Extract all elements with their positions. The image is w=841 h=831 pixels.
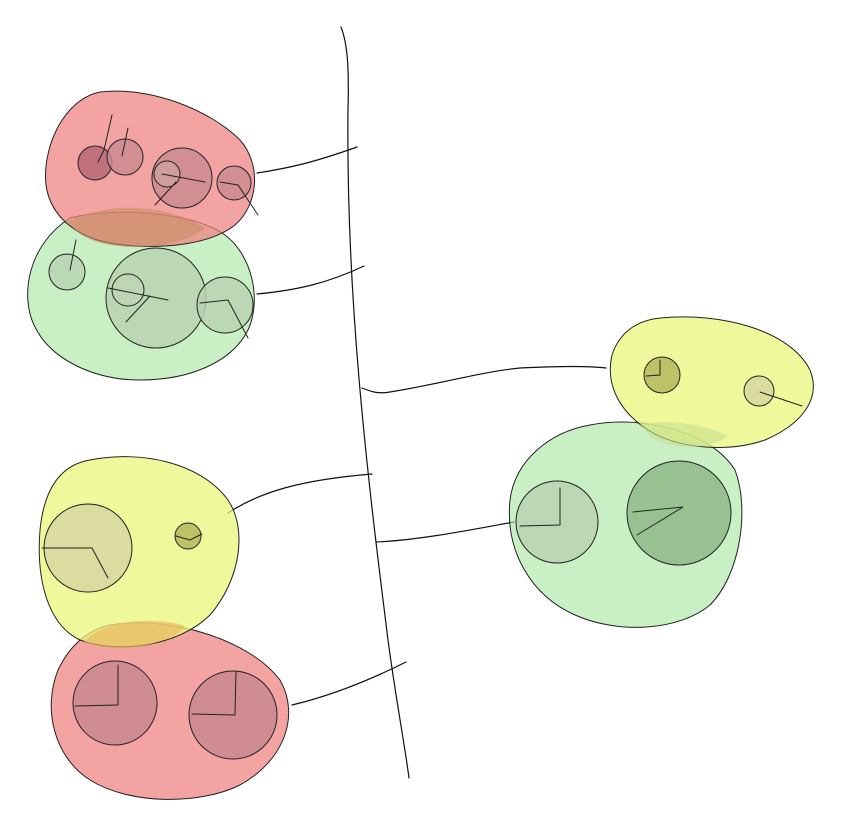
clock-hand bbox=[219, 181, 259, 216]
clock-hand bbox=[97, 114, 113, 163]
group-top-green bbox=[27, 211, 255, 381]
clock-hand bbox=[645, 359, 661, 377]
clock-hand bbox=[175, 533, 203, 541]
clock-hand bbox=[125, 295, 151, 323]
inner-circle bbox=[196, 276, 254, 334]
inner-circle bbox=[643, 356, 681, 394]
clock-hand bbox=[519, 487, 561, 527]
inner-circle bbox=[77, 145, 113, 181]
inner-circle bbox=[106, 138, 144, 176]
connector-bottom-yellow bbox=[227, 473, 373, 514]
inner-circle bbox=[626, 460, 732, 566]
group-right-yellow bbox=[609, 316, 814, 448]
connector-top-green bbox=[256, 265, 365, 295]
clock-hand bbox=[191, 671, 237, 716]
clock-hand bbox=[41, 547, 109, 579]
clock-hand bbox=[199, 299, 249, 339]
connector-bottom-red bbox=[291, 661, 407, 706]
overlap-region bbox=[84, 620, 185, 649]
inner-circle bbox=[72, 660, 158, 746]
clock-hand bbox=[632, 506, 684, 536]
clock-hand bbox=[121, 127, 129, 157]
group-right-yellow-blob bbox=[609, 316, 814, 448]
group-top-red-blob bbox=[44, 90, 256, 247]
connector-right-green bbox=[375, 521, 515, 543]
group-bottom-red bbox=[50, 622, 290, 800]
inner-circle bbox=[216, 165, 252, 201]
overlap-region bbox=[68, 207, 205, 248]
connector-right-yellow bbox=[361, 365, 607, 394]
inner-circle bbox=[48, 253, 86, 291]
clock-hand bbox=[154, 181, 177, 206]
clock-hand bbox=[107, 287, 169, 301]
group-top-red bbox=[44, 90, 259, 248]
clock-hand bbox=[69, 239, 77, 271]
connector-top-red bbox=[256, 146, 358, 174]
inner-circle bbox=[515, 480, 599, 564]
inner-circle bbox=[153, 160, 181, 188]
overlap-region bbox=[640, 422, 728, 447]
clock-hand bbox=[161, 173, 206, 183]
inner-circle bbox=[174, 522, 202, 550]
group-bottom-yellow bbox=[38, 456, 240, 649]
clock-hand bbox=[759, 391, 803, 407]
inner-circle bbox=[111, 273, 145, 307]
clock-hand bbox=[74, 664, 119, 707]
group-right-green bbox=[508, 421, 743, 628]
inner-circle bbox=[743, 375, 775, 407]
timeline-spine bbox=[340, 26, 410, 779]
